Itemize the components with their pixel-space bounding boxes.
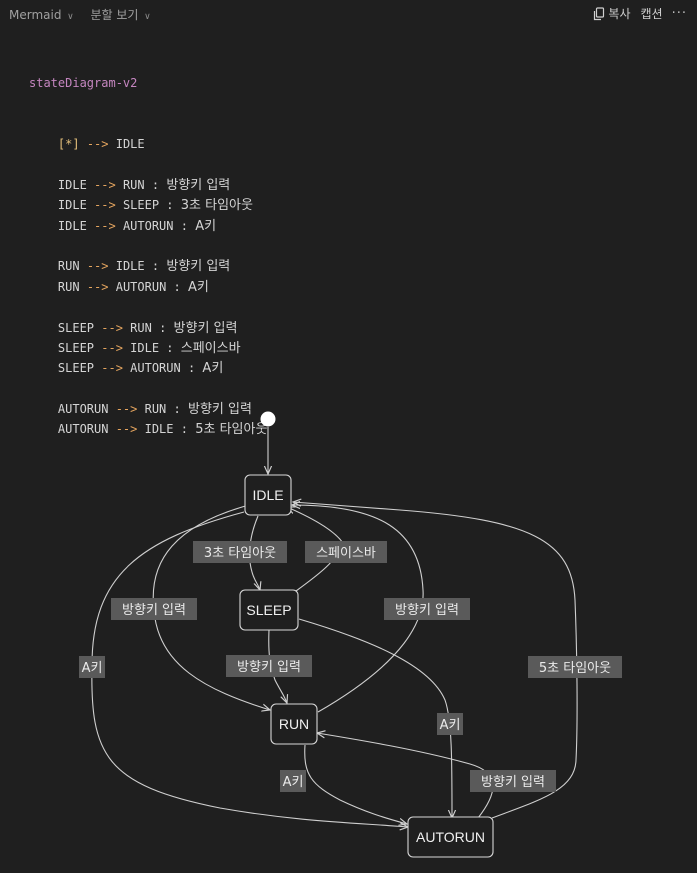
preview-toolbar: Mermaid ∨ 분할 보기 ∨ 복사 캡션 ··· [0, 0, 697, 28]
label-autorun-idle: 5초 타임아웃 [528, 656, 622, 678]
code-source-state: IDLE [57, 177, 87, 192]
code-target-state: AUTORUN [115, 279, 167, 294]
edge-sleep-run [268, 629, 287, 703]
svg-text:A키: A키 [283, 775, 304, 790]
code-source-state: [*] [57, 137, 80, 152]
code-transition-label: 3초 타임아웃 [180, 198, 253, 214]
label-idle-autorun: A키 [79, 656, 105, 678]
code-target-state: SLEEP [122, 198, 160, 213]
code-line: IDLE --> RUN : 방향키 입력 [57, 177, 231, 193]
copy-button[interactable]: 복사 [588, 4, 635, 23]
code-header: stateDiagram-v2 [29, 75, 138, 90]
code-target-state: IDLE [130, 340, 160, 355]
code-block[interactable]: stateDiagram-v2 [*] --> IDLE IDLE --> RU… [29, 32, 267, 460]
code-target-state: RUN [122, 177, 145, 192]
label-idle-sleep: 3초 타임아웃 [193, 541, 287, 563]
edge-idle-autorun [91, 511, 408, 827]
code-transition-label: 방향키 입력 [187, 402, 252, 418]
code-transition-label: 스페이스바 [180, 340, 241, 356]
state-sleep-label: SLEEP [246, 602, 291, 618]
more-icon[interactable]: ··· [671, 6, 687, 21]
label-idle-run: 방향키 입력 [111, 598, 197, 620]
code-line: RUN --> IDLE : 방향키 입력 [57, 259, 231, 275]
chevron-down-icon: ∨ [144, 12, 151, 22]
label-sleep-run: 방향키 입력 [226, 655, 312, 677]
code-target-state: IDLE [115, 137, 145, 152]
code-source-state: IDLE [57, 218, 87, 233]
code-transition-label: 5초 타임아웃 [195, 422, 268, 438]
state-run-label: RUN [279, 716, 309, 732]
code-transition-label: A키 [195, 218, 217, 234]
code-target-state: RUN [144, 402, 167, 417]
code-line: SLEEP --> IDLE : 스페이스바 [57, 340, 241, 356]
language-label: Mermaid [9, 7, 62, 22]
toolbar-left-group: Mermaid ∨ 분할 보기 ∨ [9, 6, 153, 23]
state-idle-label: IDLE [252, 487, 283, 503]
code-target-state: IDLE [144, 422, 174, 437]
code-source-state: SLEEP [57, 340, 95, 355]
code-transition-label: 방향키 입력 [166, 259, 231, 275]
code-line: IDLE --> AUTORUN : A키 [57, 218, 217, 234]
code-source-state: AUTORUN [57, 402, 109, 417]
code-line: SLEEP --> AUTORUN : A키 [57, 361, 224, 377]
svg-text:스페이스바: 스페이스바 [316, 546, 376, 561]
svg-text:방향키 입력: 방향키 입력 [395, 603, 459, 618]
code-target-state: AUTORUN [122, 218, 174, 233]
label-sleep-autorun: A키 [437, 713, 463, 735]
code-line: AUTORUN --> IDLE : 5초 타임아웃 [57, 422, 268, 438]
edge-run-autorun [304, 744, 407, 824]
state-run: RUN [270, 703, 318, 745]
chevron-down-icon: ∨ [67, 11, 74, 22]
edge-run-idle [292, 505, 424, 713]
svg-text:5초 타임아웃: 5초 타임아웃 [539, 661, 611, 676]
start-node [260, 411, 276, 427]
code-target-state: RUN [130, 320, 152, 335]
code-line: AUTORUN --> RUN : 방향키 입력 [57, 402, 252, 418]
view-mode-dropdown[interactable]: 분할 보기 ∨ [90, 6, 153, 23]
code-line: RUN --> AUTORUN : A키 [57, 279, 209, 295]
code-lines: [*] --> IDLE IDLE --> RUN : 방향키 입력 IDLE … [29, 134, 268, 440]
code-source-state: SLEEP [57, 361, 95, 376]
code-line: IDLE --> SLEEP : 3초 타임아웃 [57, 198, 253, 214]
state-autorun: AUTORUN [407, 816, 494, 858]
edge-idle-sleep [249, 515, 260, 590]
copy-label: 복사 [608, 7, 631, 21]
code-source-state: IDLE [57, 198, 87, 213]
code-source-state: SLEEP [57, 320, 95, 335]
code-transition-label: A키 [202, 361, 224, 377]
language-dropdown[interactable]: Mermaid ∨ [9, 8, 76, 22]
code-source-state: RUN [57, 259, 80, 274]
svg-text:A키: A키 [82, 661, 103, 676]
code-target-state: AUTORUN [130, 361, 181, 376]
label-autorun-run: 방향키 입력 [470, 770, 556, 792]
svg-text:A키: A키 [440, 718, 461, 733]
code-source-state: AUTORUN [57, 422, 109, 437]
state-sleep: SLEEP [239, 589, 299, 631]
code-source-state: RUN [57, 279, 80, 294]
toolbar-right-group: 복사 캡션 ··· [588, 4, 691, 23]
edge-sleep-autorun [298, 618, 452, 818]
svg-text:3초 타임아웃: 3초 타임아웃 [204, 546, 276, 561]
code-transition-label: 방향키 입력 [173, 320, 238, 336]
caption-label: 캡션 [640, 7, 663, 21]
code-line: SLEEP --> RUN : 방향키 입력 [57, 320, 238, 336]
label-sleep-idle: 스페이스바 [305, 541, 387, 563]
svg-text:방향키 입력: 방향키 입력 [481, 775, 545, 790]
view-mode-label: 분할 보기 [90, 8, 139, 22]
copy-icon [594, 6, 605, 20]
state-autorun-label: AUTORUN [416, 829, 485, 845]
svg-text:방향키 입력: 방향키 입력 [237, 660, 301, 675]
code-transition-label: 방향키 입력 [166, 177, 231, 193]
svg-text:방향키 입력: 방향키 입력 [122, 603, 186, 618]
code-line: [*] --> IDLE [57, 137, 145, 152]
edge-autorun-idle [293, 502, 578, 819]
code-transition-label: A키 [187, 279, 209, 295]
edge-autorun-run [317, 733, 494, 819]
label-run-autorun: A키 [280, 770, 306, 792]
label-run-idle: 방향키 입력 [384, 598, 470, 620]
code-target-state: IDLE [115, 259, 145, 274]
state-idle: IDLE [244, 474, 292, 516]
caption-button[interactable]: 캡션 [636, 4, 668, 23]
